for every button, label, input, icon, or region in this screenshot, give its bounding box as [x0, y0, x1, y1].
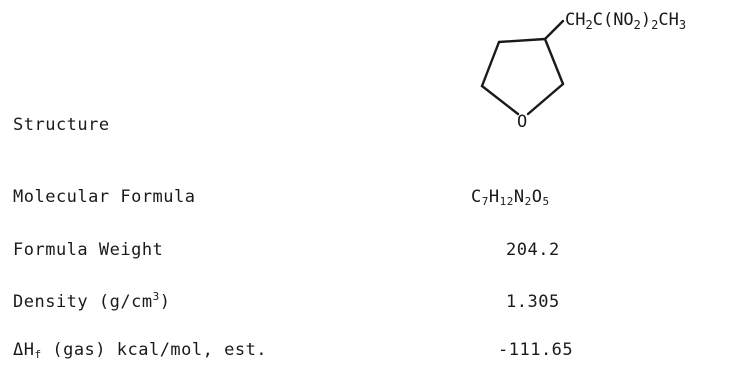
density-value: 1.305	[506, 292, 560, 312]
ring-bond	[543, 37, 565, 86]
formula-weight-label: Formula Weight	[13, 240, 164, 260]
formula-weight-value: 204.2	[506, 240, 560, 260]
substituent-label: CH2C(NO2)2CH3	[565, 10, 686, 32]
ring-bond	[526, 82, 565, 116]
molecular-formula-label: Molecular Formula	[13, 187, 196, 207]
enthalpy-value: -111.65	[498, 340, 574, 360]
enthalpy-label: ΔHf (gas) kcal/mol, est.	[13, 340, 268, 361]
ring-bond	[480, 40, 501, 88]
ring-oxygen-atom: O	[517, 112, 527, 132]
substituent-bond	[543, 19, 565, 41]
structure-label: Structure	[13, 115, 110, 135]
density-label: Density (g/cm3)	[13, 290, 171, 312]
ring-bond	[480, 84, 520, 116]
molecular-formula-value: C7H12N2O5	[471, 187, 550, 208]
ring-bond	[497, 37, 547, 44]
